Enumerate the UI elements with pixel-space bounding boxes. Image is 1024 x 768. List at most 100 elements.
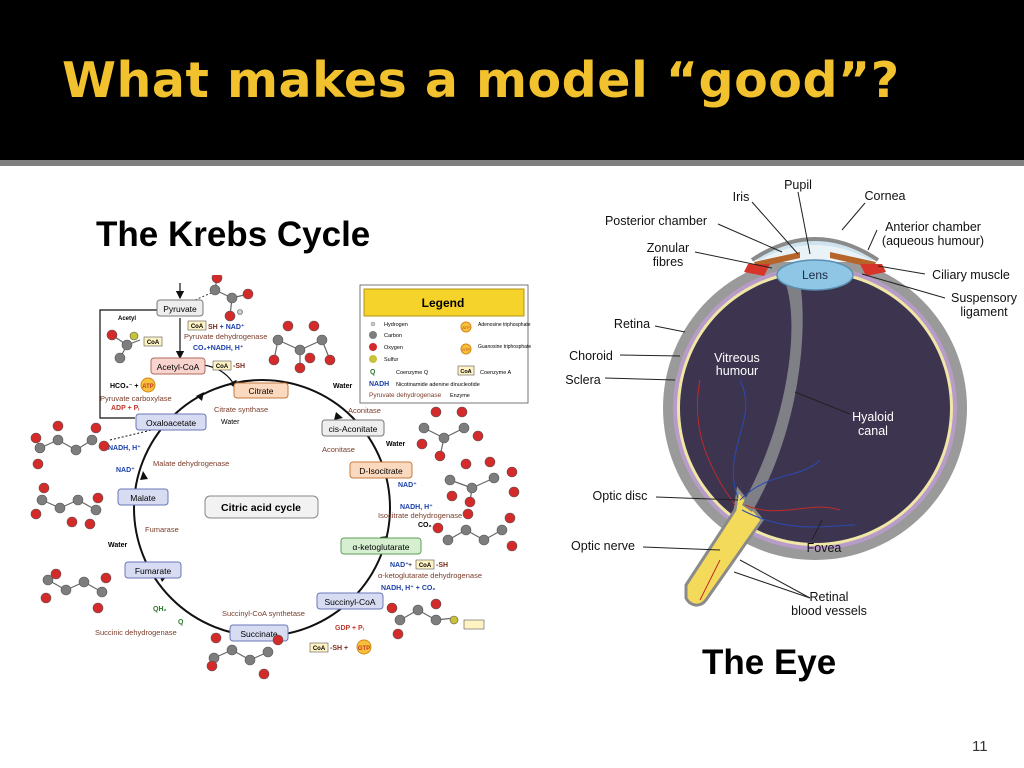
molecule-succinate	[206, 632, 284, 680]
svg-text:+: +	[408, 562, 412, 569]
svg-text:Hydrogen: Hydrogen	[384, 322, 408, 328]
svg-text:CoA: CoA	[147, 340, 160, 346]
hco3-label: HCO₃⁻ +	[110, 383, 139, 390]
citric-acid-cycle-label: Citric acid cycle	[204, 495, 319, 519]
svg-text:Malate: Malate	[130, 493, 156, 503]
nad-plus-label: NAD⁺	[398, 481, 417, 489]
atp-icon: ATP	[460, 321, 472, 333]
enzyme-pyruvate-dh: Pyruvate dehydrogenase	[184, 332, 267, 341]
water-label: Water	[333, 383, 352, 390]
coa-tag: CoA	[309, 642, 329, 653]
water-label: Water	[108, 542, 127, 549]
svg-text:Coenzyme A: Coenzyme A	[480, 370, 512, 376]
page-number: 11	[972, 738, 988, 755]
svg-text:D-Isocitrate: D-Isocitrate	[359, 466, 403, 476]
svg-text:Sclera: Sclera	[565, 373, 600, 387]
metabolite-d-isocitrate: D-Isocitrate	[349, 461, 413, 479]
gtp-icon: GTP	[460, 343, 472, 355]
vitreous-humour	[680, 273, 950, 543]
svg-text:ATP: ATP	[142, 384, 154, 390]
svg-text:ligament: ligament	[960, 305, 1008, 319]
eye-anatomy-diagram: Lens Pupil Iris Cornea Posterior chamber…	[565, 178, 1017, 618]
metabolite-alpha-ketoglutarate: α-ketoglutarate	[340, 537, 422, 555]
lens	[776, 259, 854, 291]
svg-text:Fumarate: Fumarate	[135, 566, 172, 576]
acetyl-label: Acetyl	[118, 316, 136, 322]
molecule-cis-aconitate	[416, 406, 484, 462]
svg-text:ATP: ATP	[462, 325, 470, 330]
slide-title: What makes a model “good”?	[62, 52, 900, 109]
svg-text:Pyruvate: Pyruvate	[163, 304, 197, 314]
gtp-icon: GTP	[356, 639, 372, 655]
svg-text:Vitreous: Vitreous	[714, 351, 760, 365]
svg-text:Enzyme: Enzyme	[450, 393, 470, 399]
co2-nadh-label: CO₂+NADH, H⁺	[193, 344, 244, 352]
svg-text:Posterior chamber: Posterior chamber	[605, 214, 707, 228]
coa-tag: CoA	[187, 320, 207, 331]
nadh-h-label: NADH, H⁺	[400, 503, 433, 511]
svg-text:Legend: Legend	[422, 296, 465, 310]
metabolite-acetyl-coa: Acetyl-CoA	[150, 357, 206, 375]
svg-text:Choroid: Choroid	[569, 349, 613, 363]
svg-text:CoA: CoA	[460, 369, 471, 375]
svg-text:Citric acid cycle: Citric acid cycle	[221, 502, 301, 514]
svg-text:NADH: NADH	[369, 381, 389, 388]
svg-text:humour: humour	[716, 364, 758, 378]
optic-nerve	[684, 486, 764, 607]
metabolite-cis-aconitate: cis-Aconitate	[321, 419, 385, 437]
svg-text:Nicotinamide adenine dinucleot: Nicotinamide adenine dinucleotide	[396, 382, 480, 388]
molecule-isocitrate	[444, 456, 520, 508]
eye-inner-labels: Vitreous humour Hyaloid canal	[714, 351, 894, 438]
nadh-co2-label: NADH, H⁺ + CO₂	[381, 584, 435, 592]
svg-text:Pyruvate dehydrogenase: Pyruvate dehydrogenase	[369, 392, 442, 399]
enzyme-aconitase: Aconitase	[322, 445, 355, 454]
svg-text:Cornea: Cornea	[865, 189, 906, 203]
svg-text:Pupil: Pupil	[784, 178, 812, 192]
eye-labels: Pupil Iris Cornea Posterior chamber Ante…	[565, 178, 1017, 618]
enzyme-aconitase: Aconitase	[348, 406, 381, 415]
molecule-oxaloacetate	[30, 420, 110, 470]
sh-nad-label: SH + NAD⁺	[208, 323, 245, 331]
co2-label: CO₂	[418, 522, 432, 529]
svg-text:Iris: Iris	[733, 190, 750, 204]
svg-text:Citrate: Citrate	[248, 386, 273, 396]
coa-sh-tag: CoA-SH	[212, 360, 245, 371]
metabolite-oxaloacetate: Oxaloacetate	[135, 413, 207, 431]
q-label: Q	[178, 619, 184, 626]
svg-text:α-ketoglutarate: α-ketoglutarate	[353, 542, 410, 552]
svg-text:Fovea: Fovea	[807, 541, 842, 555]
metabolite-succinate: Succinate	[229, 624, 289, 642]
enzyme-citrate-synthase: Citrate synthase	[214, 405, 268, 414]
svg-text:Optic nerve: Optic nerve	[571, 539, 635, 553]
svg-text:blood vessels: blood vessels	[791, 604, 867, 618]
molecule-fumarate	[40, 568, 112, 614]
svg-text:Optic disc: Optic disc	[593, 489, 648, 503]
svg-text:Suspensory: Suspensory	[951, 291, 1018, 305]
title-bar	[0, 0, 1024, 160]
enzyme-malate-dh: Malate dehydrogenase	[153, 459, 229, 468]
svg-text:-SH: -SH	[436, 562, 448, 569]
title-divider	[0, 160, 1024, 166]
enzyme-succinyl-coa-synthetase: Succinyl-CoA synthetase	[222, 609, 305, 618]
gdp-pi-label: GDP + Pᵢ	[335, 625, 364, 632]
svg-text:Zonular: Zonular	[647, 241, 689, 255]
svg-text:Sulfur: Sulfur	[384, 357, 399, 363]
svg-text:canal: canal	[858, 424, 888, 438]
atp-icon: ATP	[140, 377, 156, 393]
molecule-acetyl	[106, 329, 141, 364]
ciliary-muscle	[744, 264, 770, 276]
svg-text:GTP: GTP	[462, 347, 471, 352]
molecule-pyruvate	[209, 275, 254, 322]
enzyme-ketoglutarate-dh: α-ketoglutarate dehydrogenase	[378, 571, 482, 580]
svg-text:CoA: CoA	[313, 646, 326, 652]
svg-text:Retina: Retina	[614, 317, 650, 331]
svg-text:CoA: CoA	[419, 563, 432, 569]
svg-text:Oxaloacetate: Oxaloacetate	[146, 418, 196, 428]
molecule-citrate	[268, 320, 336, 374]
svg-text:fibres: fibres	[653, 255, 684, 269]
svg-text:Guanosine triphosphate: Guanosine triphosphate	[478, 344, 531, 350]
svg-text:GTP: GTP	[358, 646, 370, 652]
coa-tag: CoA	[143, 336, 163, 347]
retinal-blood-vessels	[696, 379, 856, 601]
svg-text:Coenzyme Q: Coenzyme Q	[396, 370, 429, 376]
